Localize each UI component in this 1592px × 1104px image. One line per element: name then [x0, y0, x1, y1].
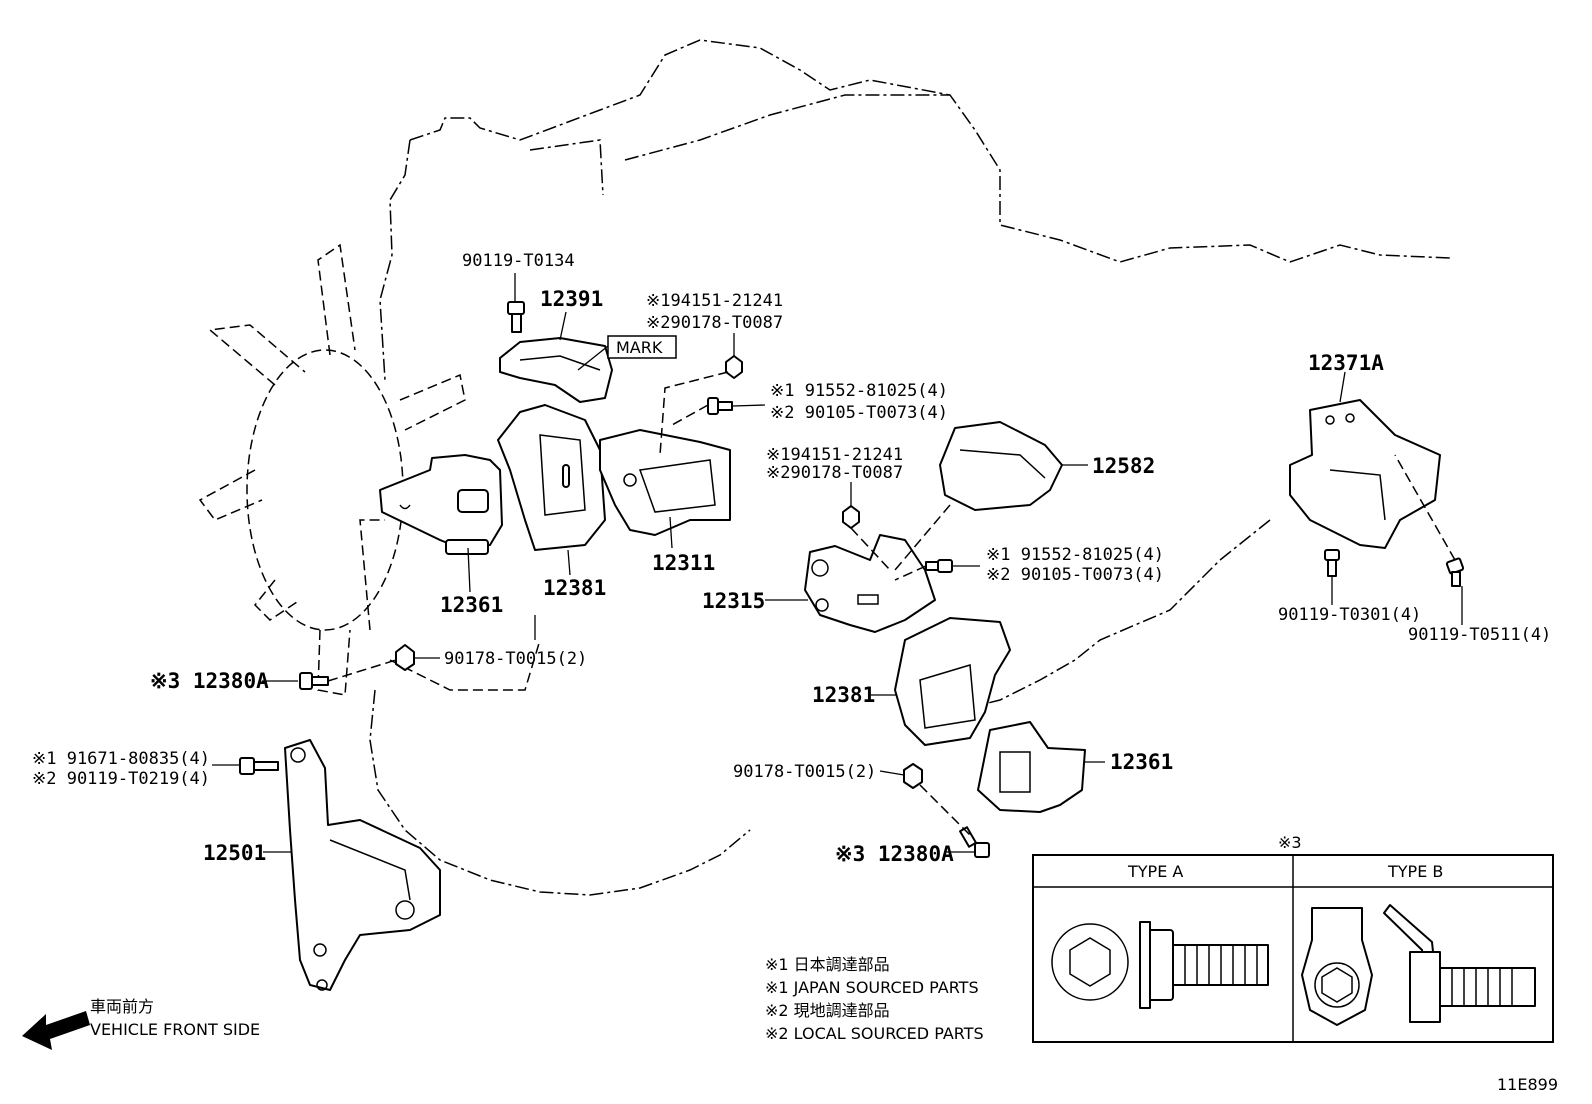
- callout-nut-90178-left: 90178-T0015(2): [444, 649, 587, 669]
- callout-12315: 12315: [702, 589, 765, 613]
- nut-left-icon[interactable]: [395, 644, 415, 671]
- part-12361-left[interactable]: [379, 454, 503, 555]
- type-a-bolt-icon: [1051, 921, 1269, 1009]
- part-12381-left[interactable]: [497, 404, 606, 551]
- bolt-mid-icon[interactable]: [925, 559, 953, 573]
- figure-id: 11E899: [1497, 1075, 1558, 1094]
- part-12381-right[interactable]: [894, 617, 1011, 746]
- inset-marker: ※3: [1278, 833, 1302, 852]
- callout-90119-T0134: 90119-T0134: [462, 251, 575, 271]
- nut-right-icon[interactable]: [903, 763, 923, 789]
- callout-top-bolt-1: ※1 91552-81025(4): [770, 381, 948, 401]
- callout-12380A-left: ※3 12380A: [150, 669, 269, 693]
- bolt-top-icon[interactable]: [707, 397, 733, 415]
- front-arrow-icon: [22, 1011, 90, 1050]
- bolt-bracket-icon[interactable]: [239, 757, 279, 775]
- bolt-90119-T0134-icon[interactable]: [507, 301, 525, 333]
- direction-jp: 車両前方: [90, 997, 154, 1016]
- callout-mid-bolt-2: ※2 90105-T0073(4): [986, 565, 1164, 585]
- callout-12381-right: 12381: [812, 683, 875, 707]
- bolt-12380A-right-icon[interactable]: [959, 826, 990, 858]
- type-b-bolt-icon: [1301, 904, 1536, 1026]
- callout-12501: 12501: [203, 841, 266, 865]
- part-12501-bracket[interactable]: [284, 739, 441, 991]
- part-12582-cover[interactable]: [939, 421, 1063, 511]
- inset-type-b: TYPE B: [1387, 862, 1443, 881]
- callout-top-nut-1: ※194151-21241: [646, 291, 783, 311]
- callout-90119-T0511: 90119-T0511(4): [1408, 625, 1551, 645]
- bolt-12380A-left-icon[interactable]: [299, 672, 329, 690]
- callout-bracket-bolt-2: ※2 90119-T0219(4): [32, 769, 210, 789]
- callout-12361-left: 12361: [440, 593, 503, 617]
- mark-box: [607, 335, 677, 359]
- part-12361-right[interactable]: [977, 721, 1086, 813]
- bolt-90119-T0301-icon[interactable]: [1324, 549, 1340, 577]
- nut-top-icon[interactable]: [725, 355, 743, 379]
- callout-nut-90178-right: 90178-T0015(2): [733, 762, 876, 782]
- callout-12391: 12391: [540, 287, 603, 311]
- callout-mid-nut-2: ※290178-T0087: [766, 463, 903, 483]
- callout-top-nut-2: ※290178-T0087: [646, 313, 783, 333]
- callout-mid-nut-1: ※194151-21241: [766, 445, 903, 465]
- part-12315-bracket[interactable]: [804, 534, 936, 633]
- inset-box: [1032, 854, 1554, 1043]
- callout-12311: 12311: [652, 551, 715, 575]
- engine-outline: [369, 39, 1451, 896]
- bolt-90119-T0511-icon[interactable]: [1445, 557, 1465, 587]
- callout-90119-T0301: 90119-T0301(4): [1278, 605, 1421, 625]
- callout-12582: 12582: [1092, 454, 1155, 478]
- part-12371A-mount[interactable]: [1289, 399, 1441, 549]
- callout-mid-bolt-1: ※1 91552-81025(4): [986, 545, 1164, 565]
- legend-line-3: ※2 現地調達部品: [765, 1001, 890, 1020]
- leader-lines: [212, 273, 1463, 853]
- part-12311-bracket[interactable]: [599, 429, 731, 536]
- callout-12381-left: 12381: [543, 576, 606, 600]
- legend-line-4: ※2 LOCAL SOURCED PARTS: [765, 1024, 984, 1043]
- part-12391-cover[interactable]: [499, 337, 613, 403]
- legend-line-2: ※1 JAPAN SOURCED PARTS: [765, 978, 979, 997]
- callout-bracket-bolt-1: ※1 91671-80835(4): [32, 749, 210, 769]
- nut-mid-icon[interactable]: [842, 505, 860, 529]
- callout-top-bolt-2: ※2 90105-T0073(4): [770, 403, 948, 423]
- legend-line-1: ※1 日本調達部品: [765, 955, 890, 974]
- callout-12371A: 12371A: [1308, 351, 1384, 375]
- direction-en: VEHICLE FRONT SIDE: [90, 1020, 260, 1039]
- inset-type-a: TYPE A: [1127, 862, 1183, 881]
- callout-12361-right: 12361: [1110, 750, 1173, 774]
- callout-12380A-right: ※3 12380A: [835, 842, 954, 866]
- mark-label: MARK: [616, 338, 663, 357]
